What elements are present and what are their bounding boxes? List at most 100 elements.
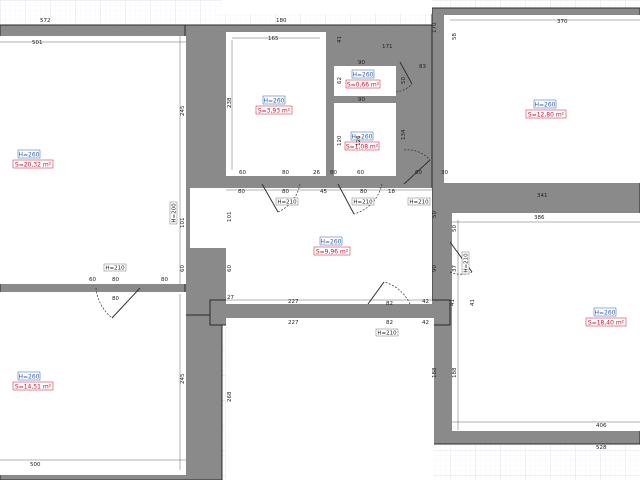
dimension: 60 (89, 277, 96, 283)
room-corridor (226, 188, 432, 304)
room-corridor-left (190, 188, 226, 248)
door-label: H=210 (103, 263, 127, 272)
dimension: 500 (30, 462, 41, 468)
dimension: 80 (360, 189, 367, 195)
dimension: 50 (401, 77, 407, 84)
dimension: 245 (180, 373, 186, 384)
svg-text:H=210: H=210 (277, 200, 297, 206)
dimension: 188 (432, 367, 438, 378)
dimension: 50 (452, 225, 458, 232)
dimension: 80 (161, 277, 168, 283)
dimension: 80 (330, 170, 337, 176)
room-label: H=260 S=12,80 m² (525, 99, 567, 118)
dimension: 60 (180, 265, 186, 272)
dimension: 90 (358, 60, 365, 66)
dimension: 528 (596, 445, 607, 451)
room-height: H=260 (353, 71, 374, 78)
door-label: H=210 (461, 251, 470, 275)
room-area: S=3,93 m² (258, 107, 291, 114)
dimension: 406 (596, 423, 607, 429)
svg-text:H=210: H=210 (105, 266, 125, 272)
dimension: 238 (227, 97, 233, 108)
dimension: 170 (432, 22, 438, 33)
dimension: 60 (227, 265, 233, 272)
room-height: H=260 (535, 101, 556, 108)
room-label: H=260 S=14,51 m² (12, 371, 54, 390)
door-labels: H=210 H=210 H=210 H=210 H=210 H=210 H=20… (103, 197, 470, 337)
dimension-labels: 572 501 180 165 41 171 170 370 58 90 62 … (30, 18, 607, 468)
dimension: 82 (386, 320, 393, 326)
dimension: 41 (450, 299, 456, 306)
dimension: 101 (180, 218, 186, 229)
dimension: 134 (401, 129, 407, 140)
dimension: 82 (386, 301, 393, 307)
svg-text:H=210: H=210 (377, 331, 397, 337)
dimension: 80 (282, 189, 289, 195)
room-height: H=260 (352, 133, 373, 140)
dimension: 62 (337, 77, 343, 84)
dimension: 83 (419, 64, 426, 70)
dimension: 42 (422, 320, 429, 326)
room-label: H=260 S=18,40 m² (585, 307, 627, 326)
dimension: 180 (276, 18, 287, 24)
dimension: 245 (180, 105, 186, 116)
dimension: 26 (313, 170, 320, 176)
dimension: 30 (441, 170, 448, 176)
dimension: 41 (470, 299, 476, 306)
room-labels: H=260 S=20,32 m² H=260 S=14,51 m² H=260 … (12, 69, 627, 390)
svg-text:H=210: H=210 (409, 200, 429, 206)
dimension: 370 (557, 19, 568, 25)
dimension: 90 (432, 265, 438, 272)
dimension: 60 (239, 170, 246, 176)
svg-text:H=200: H=200 (172, 203, 178, 223)
dimension: 227 (288, 299, 299, 305)
room-area: S=0,66 m² (347, 81, 380, 88)
door-label: H=210 (351, 197, 375, 206)
dimension: 50 (432, 211, 438, 218)
dimension: 120 (356, 135, 362, 146)
door-label: H=210 (375, 328, 399, 337)
room-area: S=18,40 m² (588, 319, 625, 326)
dimension: 572 (40, 18, 51, 24)
dimension: 90 (358, 97, 365, 103)
room-area: S=12,80 m² (528, 111, 565, 118)
dimension: 188 (452, 367, 458, 378)
door-label: H=200 (169, 201, 178, 225)
dimension: 80 (112, 296, 119, 302)
dimension: 120 (337, 135, 343, 146)
dimension: 60 (357, 170, 364, 176)
room-label: H=260 S=0,66 m² (345, 69, 381, 88)
room-bottom-middle (226, 318, 434, 480)
dimension: 45 (320, 189, 327, 195)
door-label: H=210 (407, 197, 431, 206)
dimension: 80 (238, 189, 245, 195)
door-bottom (367, 281, 385, 305)
dimension: 41 (337, 36, 343, 43)
room-height: H=260 (595, 309, 616, 316)
dimension: 341 (537, 193, 548, 199)
room-area: S=9,96 m² (316, 248, 349, 255)
dimension: 101 (227, 212, 233, 223)
dimension: 60 (415, 170, 422, 176)
dimension-lines (0, 19, 640, 470)
door-tiny (399, 61, 413, 85)
room-label: H=260 S=3,93 m² (255, 95, 293, 114)
dimension: 171 (382, 44, 393, 50)
room-height: H=260 (19, 373, 40, 380)
dimension: 268 (227, 391, 233, 402)
door-wc (261, 183, 279, 213)
room-area: S=1,08 m² (346, 143, 379, 150)
room-label: H=260 S=20,32 m² (12, 149, 54, 168)
room-area: S=20,32 m² (15, 161, 52, 168)
room-area: S=14,51 m² (15, 383, 52, 390)
svg-text:H=210: H=210 (353, 200, 373, 206)
dimension: 80 (112, 277, 119, 283)
room-height: H=260 (19, 151, 40, 158)
dimension: 18 (388, 189, 395, 195)
dimension: 80 (282, 170, 289, 176)
room-height: H=260 (264, 97, 285, 104)
door-hall (403, 159, 431, 185)
door-label: H=210 (275, 197, 299, 206)
door-bath (337, 183, 355, 215)
